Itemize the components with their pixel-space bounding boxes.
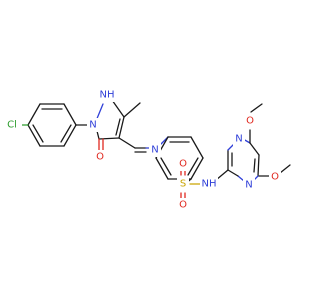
methoxy-o-right-atom: O xyxy=(271,172,279,183)
carbonyl-o-atom: O xyxy=(96,152,104,163)
chlorophenyl-ring xyxy=(27,103,77,147)
amide-nh-atom: NH xyxy=(202,179,217,190)
pyrazolone-ring xyxy=(95,99,141,152)
methoxy-o-top-atom: O xyxy=(246,116,254,127)
atom-labels: Cl NH N O N S O O NH N N O O xyxy=(4,88,281,212)
chlorine-atom: Cl xyxy=(7,120,17,131)
sulfonyl-o-top-atom: O xyxy=(179,159,187,170)
pyrazole-nh-atom: NH xyxy=(100,90,115,101)
sulfur-atom: S xyxy=(180,179,186,190)
pyrazole-n-atom: N xyxy=(89,120,96,131)
molecule-structure: Cl NH N O N S O O NH N N O O xyxy=(4,88,291,212)
imine-n-atom: N xyxy=(151,145,158,156)
pyrimidine-ring xyxy=(215,103,291,182)
sulfonyl-o-bottom-atom: O xyxy=(179,200,187,211)
pyrimidine-n-top-atom: N xyxy=(235,134,242,145)
pyrimidine-n-bottom-atom: N xyxy=(245,180,252,191)
molecule-canvas: Cl NH N O N S O O NH N N O O xyxy=(4,88,291,212)
